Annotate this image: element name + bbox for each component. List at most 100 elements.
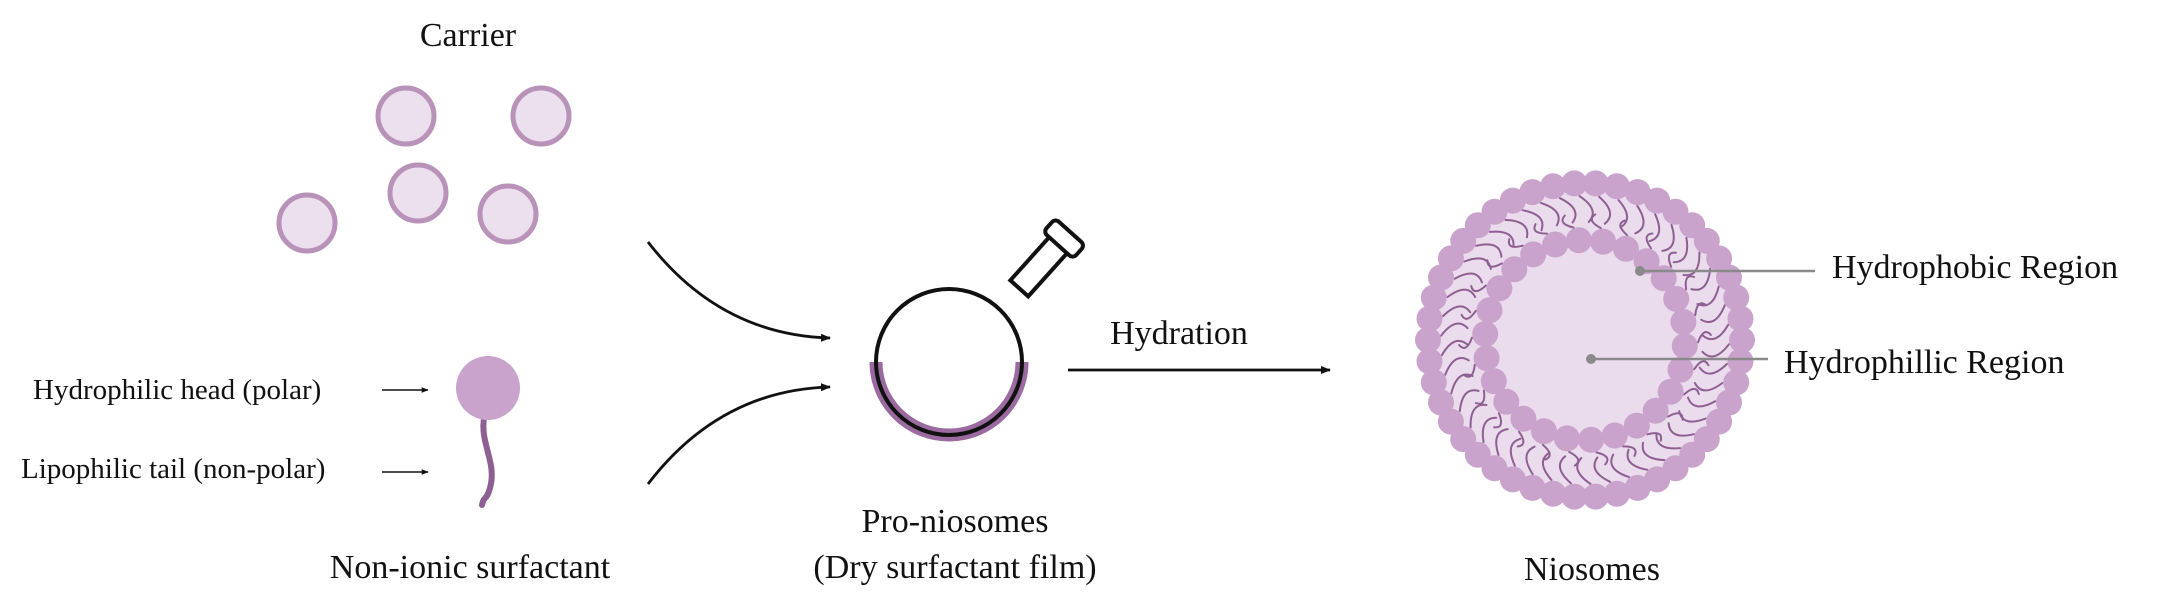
surfactant-tail <box>1593 456 1612 483</box>
surfactant-tail <box>1495 428 1509 457</box>
surfactant-head <box>1499 187 1526 214</box>
surfactant-tail <box>1440 339 1469 357</box>
hydrophobic-pointer-dot <box>1635 266 1645 276</box>
surfactant-tail <box>1576 456 1592 485</box>
surfactant-tail <box>1667 251 1677 268</box>
surfactant-head <box>1540 173 1567 200</box>
surfactant-head <box>1473 345 1500 372</box>
surfactant-head <box>1554 425 1580 452</box>
surfactant-tail <box>1646 432 1663 442</box>
surfactant-tail <box>1521 209 1544 232</box>
surfactant-head <box>1729 327 1755 353</box>
surfactant-tail <box>1558 197 1577 224</box>
surfactant-tail <box>1667 422 1695 437</box>
surfactant-head <box>1493 388 1520 415</box>
surfactant-tail <box>1458 389 1480 413</box>
bilayer-tails <box>1440 195 1730 485</box>
surfactant-tail <box>1444 356 1470 376</box>
niosomes-label: Niosomes <box>1524 551 1660 588</box>
surfactant-tail <box>1693 382 1724 392</box>
surfactant-head <box>1670 308 1697 335</box>
surfactant-head <box>1428 264 1454 291</box>
surfactant-head <box>1476 297 1503 324</box>
surfactant-tail <box>1634 204 1645 235</box>
surfactant-tail <box>1595 451 1609 466</box>
surfactant-head <box>1706 245 1733 272</box>
hydrophilic-head-label: Hydrophilic head (polar) <box>33 374 321 406</box>
carrier-to-flask-arrow <box>646 241 831 342</box>
surfactant-head <box>1531 418 1557 445</box>
surfactant-tail <box>1701 323 1730 341</box>
surfactant-tail <box>1516 430 1525 448</box>
surfactant-tail <box>1568 450 1580 467</box>
surfactant-tail <box>1460 309 1477 320</box>
surfactant-head <box>1624 179 1651 206</box>
bilayer-heads <box>1415 170 1755 510</box>
surfactant-tail <box>1694 302 1707 317</box>
surfactant-head <box>1416 348 1443 375</box>
surfactant-tail <box>1475 243 1503 258</box>
surfactant-head <box>1416 305 1443 332</box>
carrier-label: Carrier <box>420 17 517 54</box>
surfactant-tail <box>1474 389 1486 405</box>
surfactant-tail <box>1661 223 1675 252</box>
surfactant-head <box>1519 474 1546 501</box>
surfactant-tail <box>1539 201 1560 227</box>
surfactant-tail <box>1440 322 1469 337</box>
carrier-group: Carrier <box>276 17 572 254</box>
surfactant-tail <box>1598 195 1612 225</box>
surfactant-tail <box>1667 412 1684 421</box>
surfactant-tail <box>1641 441 1666 462</box>
surfactant-tail <box>1684 275 1696 291</box>
surfactant-head <box>1582 170 1609 197</box>
surfactant-tail <box>1481 416 1498 444</box>
surfactant-tail <box>1488 230 1515 248</box>
surfactant-tail <box>1690 267 1712 291</box>
surfactant-head <box>1716 389 1742 416</box>
surfactant-head <box>1644 466 1671 493</box>
surfactant-head <box>1480 368 1507 395</box>
surfactant-tail <box>1463 363 1476 378</box>
surfactant-head <box>1723 284 1750 311</box>
surfactant-tail <box>1619 219 1629 237</box>
round-bottom-flask-icon <box>869 218 1085 442</box>
surfactant-tail <box>1458 336 1473 349</box>
carrier-particle <box>276 192 338 254</box>
hydrophobic-region-label: Hydrophobic Region <box>1832 249 2118 286</box>
surfactant-head <box>1501 256 1528 283</box>
surfactant-tail <box>1442 305 1472 318</box>
surfactant-tail <box>1507 238 1524 248</box>
surfactant-head <box>1727 348 1754 375</box>
carrier-particle <box>510 85 572 147</box>
surfactant-tail <box>1525 445 1536 476</box>
surfactant-head <box>1510 405 1537 432</box>
surfactant-head <box>1578 426 1605 453</box>
dry-surfactant-film-label: (Dry surfactant film) <box>813 549 1096 586</box>
surfactant-head <box>1565 227 1592 254</box>
surfactant-head <box>1420 369 1447 396</box>
surfactant-tail <box>1693 360 1710 371</box>
surfactant-tail <box>1697 331 1712 344</box>
surfactant-head <box>1723 369 1750 396</box>
surfactant-head <box>1663 285 1690 312</box>
niosome-vesicle <box>1415 170 1755 510</box>
surfactant-tail <box>1655 432 1682 450</box>
surfactant-head <box>1642 397 1669 424</box>
surfactant-head <box>1542 231 1569 258</box>
carrier-particle <box>375 85 437 147</box>
surfactant-molecule-icon <box>456 356 520 508</box>
hydrophillic-region-label: Hydrophillic Region <box>1784 344 2064 381</box>
pro-niosomes-label: Pro-niosomes <box>862 503 1049 540</box>
surfactant-to-flask-arrow <box>646 383 831 485</box>
surfactant-tail <box>1700 304 1726 324</box>
surfactant-head <box>1624 474 1651 501</box>
surfactant-head <box>1603 173 1630 200</box>
surfactant-tail <box>1561 214 1575 229</box>
surfactant-tail <box>1687 396 1717 408</box>
surfactant-head <box>1519 179 1546 206</box>
surfactant-head <box>1540 480 1567 507</box>
surfactant-tail <box>1446 288 1477 298</box>
hydrophillic-pointer-dot <box>1586 354 1596 364</box>
surfactant-tail <box>1504 218 1529 239</box>
